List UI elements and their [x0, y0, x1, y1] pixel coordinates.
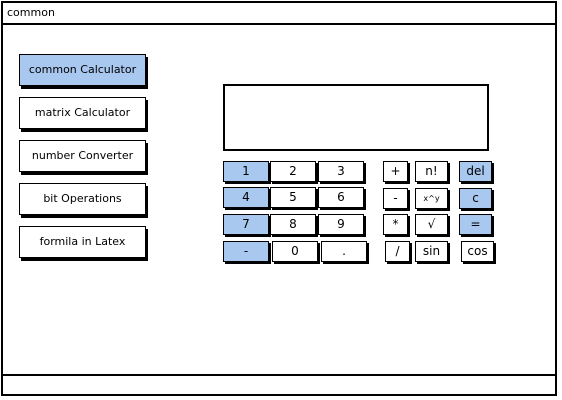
key-negate[interactable]: - [223, 241, 269, 262]
key-multiply[interactable]: * [383, 214, 408, 235]
key-2[interactable]: 2 [270, 161, 316, 182]
key-decimal[interactable]: . [321, 241, 367, 262]
key-3[interactable]: 3 [318, 161, 364, 182]
key-8[interactable]: 8 [270, 214, 316, 235]
calculator-display [223, 84, 489, 151]
sidebar-item-matrix-calculator[interactable]: matrix Calculator [19, 97, 146, 129]
title-bar: common [3, 3, 555, 25]
key-power[interactable]: x^y [415, 188, 448, 209]
window-title: common [7, 6, 55, 19]
key-4[interactable]: 4 [223, 187, 269, 208]
key-delete[interactable]: del [459, 161, 492, 182]
key-9[interactable]: 9 [318, 214, 364, 235]
key-factorial[interactable]: n! [415, 161, 448, 182]
key-5[interactable]: 5 [270, 187, 316, 208]
key-clear[interactable]: c [459, 188, 492, 209]
key-equals[interactable]: = [459, 214, 492, 235]
key-minus[interactable]: - [383, 188, 408, 209]
key-cos[interactable]: cos [461, 241, 494, 262]
key-plus[interactable]: + [383, 161, 408, 182]
key-divide[interactable]: / [385, 241, 410, 262]
key-sin[interactable]: sin [415, 241, 448, 262]
sidebar-item-common-calculator[interactable]: common Calculator [19, 54, 146, 86]
key-1[interactable]: 1 [223, 161, 269, 182]
sidebar-item-bit-operations[interactable]: bit Operations [19, 183, 146, 215]
key-7[interactable]: 7 [223, 214, 269, 235]
key-6[interactable]: 6 [318, 187, 364, 208]
key-0[interactable]: 0 [272, 241, 318, 262]
sidebar-item-number-converter[interactable]: number Converter [19, 140, 146, 172]
key-sqrt[interactable]: √ [415, 214, 448, 235]
sidebar-item-formila-in-latex[interactable]: formila in Latex [19, 226, 146, 258]
status-bar [3, 374, 555, 394]
